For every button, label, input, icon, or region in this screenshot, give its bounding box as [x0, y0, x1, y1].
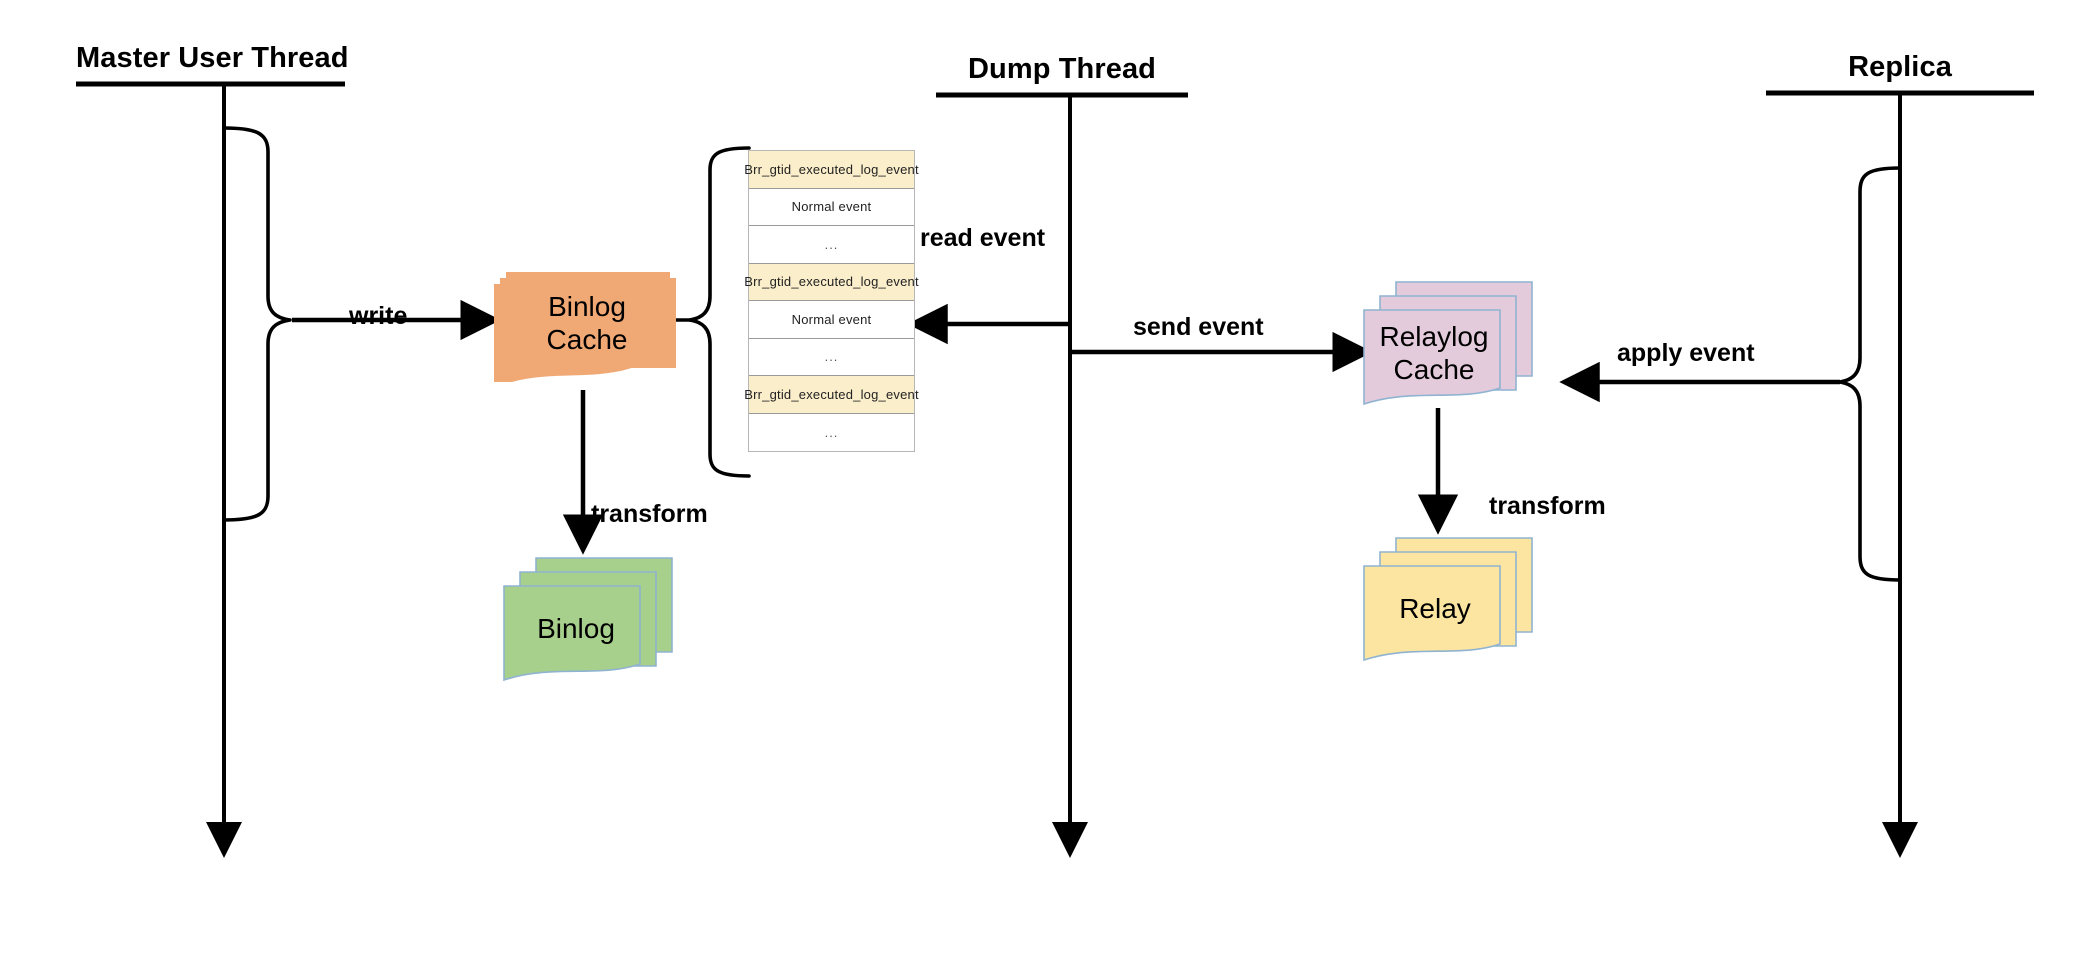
event-row[interactable]: ... [749, 339, 914, 376]
edge-label-transform-relay: transform [1489, 492, 1606, 520]
event-row[interactable]: ... [749, 226, 914, 264]
event-row-label: Brr_gtid_executed_log_event [744, 274, 919, 290]
lifeline-title-master-user-thread: Master User Thread [76, 42, 348, 75]
event-row[interactable]: Brr_gtid_executed_log_event [744, 376, 919, 414]
lifeline-label-text: Dump Thread [968, 53, 1156, 85]
event-row-label: Brr_gtid_executed_log_event [744, 386, 919, 402]
event-list-brace [672, 146, 751, 478]
lifeline-label-text: Replica [1848, 51, 1952, 83]
event-row[interactable]: Brr_gtid_executed_log_event [744, 151, 919, 189]
event-row-label: Brr_gtid_executed_log_event [744, 161, 919, 177]
edge-label-apply-event: apply event [1617, 339, 1755, 367]
edge-label-write: write [349, 302, 408, 330]
event-row[interactable]: Normal event [749, 301, 914, 339]
event-row-label: Normal event [791, 199, 872, 215]
shape-relaylog-cache: Relaylog Cache [1360, 278, 1540, 410]
lifeline-dump-thread [936, 92, 1188, 858]
master-activation-brace [222, 126, 292, 522]
lifeline-title-replica: Replica [1766, 51, 2034, 84]
edge-label-send-event: send event [1133, 313, 1264, 341]
event-row-label: Normal event [791, 311, 872, 327]
event-row[interactable]: ... [749, 414, 914, 452]
event-row-label: ... [824, 236, 839, 252]
binlog-svg [503, 557, 673, 682]
lifeline-title-dump-thread: Dump Thread [936, 53, 1188, 86]
replica-activation-brace [1838, 166, 1902, 582]
lifeline-label-text: Master User Thread [76, 42, 349, 74]
relaylog-cache-svg [1363, 281, 1533, 406]
edge-label-transform-binlog: transform [591, 500, 708, 528]
event-row[interactable]: Brr_gtid_executed_log_event [744, 263, 919, 301]
event-row[interactable]: Normal event [749, 188, 914, 226]
edge-label-read-event: read event [920, 224, 1046, 252]
binlog-cache-svg [494, 272, 676, 382]
shape-binlog: Binlog [500, 552, 680, 686]
event-row-label: ... [824, 349, 839, 365]
relay-svg [1363, 537, 1533, 662]
lifeline-replica [1766, 90, 2034, 858]
event-row-label: ... [824, 424, 839, 440]
shape-binlog-cache: Binlog Cache [492, 258, 682, 390]
lifeline-master-user-thread [76, 81, 345, 858]
shape-relay: Relay [1360, 532, 1540, 668]
